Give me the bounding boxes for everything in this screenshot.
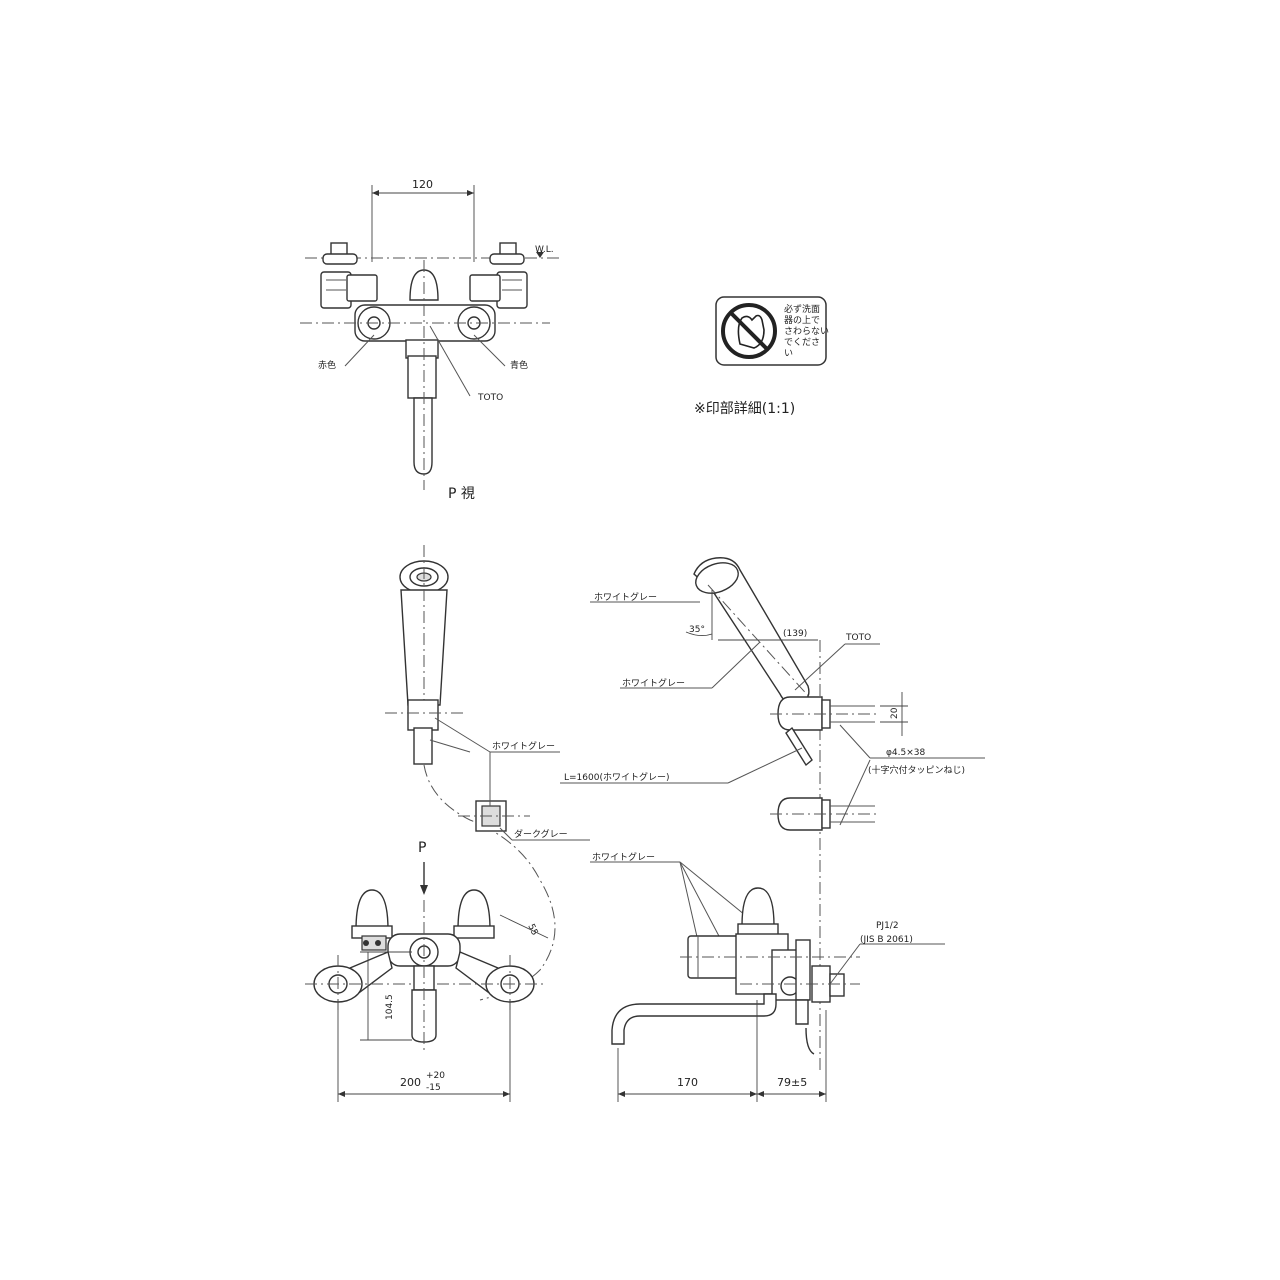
bracket-color-label: ダークグレー	[514, 828, 568, 840]
dim-200-label: 200	[400, 1076, 421, 1089]
detail-line-1: 必ず洗面	[784, 303, 820, 315]
detail-caption: ※印部詳細(1:1)	[694, 401, 795, 417]
body-color-label: ホワイトグレー	[592, 851, 655, 863]
head-color-label: ホワイトグレー	[594, 591, 657, 603]
left-view: ホワイトグレー ダークグレー P 55	[305, 545, 590, 1102]
dim-120-label: 120	[412, 178, 433, 191]
top-view-caption: P 視	[448, 486, 475, 502]
toto-label-side: TOTO	[845, 633, 871, 643]
blue-mark-label: 青色	[510, 359, 528, 371]
top-view: 120 W.L.	[300, 178, 560, 502]
dim-170-label: 170	[677, 1076, 698, 1089]
hose-label: L=1600(ホワイトグレー)	[564, 771, 669, 783]
red-mark-label: 赤色	[318, 359, 336, 371]
detail-line-2: 器の上で	[784, 315, 820, 326]
detail-line-5: い	[784, 349, 793, 359]
dim-200-tol-lower: -15	[426, 1083, 441, 1093]
dim-20-label: 20	[890, 707, 900, 719]
detail-line-3: さわらない	[784, 326, 829, 337]
angle-label: 35°	[689, 625, 705, 635]
detail-label: 必ず洗面 器の上で さわらない でくださ い ※印部詳細(1:1)	[694, 296, 829, 417]
thread-label: PJ1/2	[876, 921, 899, 931]
holder-color-label: ホワイトグレー	[492, 740, 555, 752]
dim-79-label: 79±5	[777, 1076, 807, 1089]
standard-label: (JIS B 2061)	[860, 935, 913, 945]
water-line-label: W.L.	[535, 245, 554, 255]
right-view: 35° ホワイトグレー (139) TOTO ホワイトグレー 20 L=1600…	[560, 557, 985, 1102]
arrow-p-label: P	[418, 840, 426, 856]
right-handle	[469, 242, 528, 309]
dim-200-tol-upper: +20	[426, 1071, 445, 1081]
dim-139-label: (139)	[783, 629, 807, 639]
screw-label: φ4.5×38	[886, 748, 926, 758]
dim-55-label: 55	[525, 923, 539, 938]
left-handle	[320, 242, 378, 309]
toto-label-top: TOTO	[477, 393, 503, 403]
detail-line-4: でくださ	[784, 337, 820, 348]
grip-color-label: ホワイトグレー	[622, 677, 685, 689]
screw-note-label: (十字穴付タッピンねじ)	[868, 764, 965, 776]
dim-104-label: 104.5	[385, 994, 395, 1020]
